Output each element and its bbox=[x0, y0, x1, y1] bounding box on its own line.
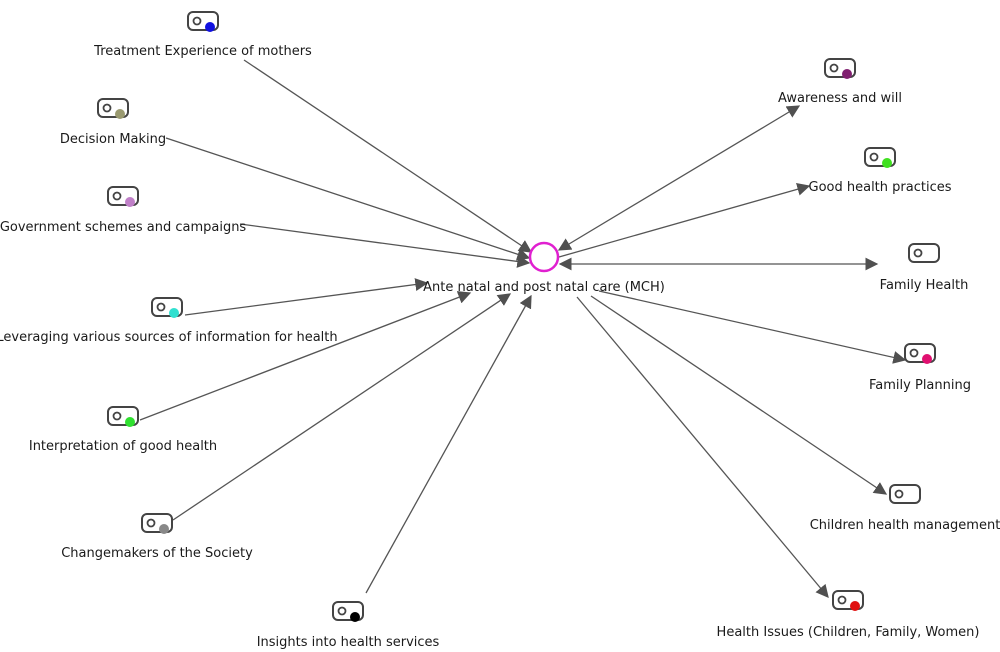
edge-awareness-and-will bbox=[557, 105, 801, 251]
node-leveraging-sources[interactable]: Leveraging various sources of informatio… bbox=[0, 297, 338, 345]
node-children-health-management[interactable]: Children health management bbox=[810, 484, 1000, 533]
color-dot-icon bbox=[159, 524, 169, 534]
node-family-health[interactable]: Family Health bbox=[880, 243, 969, 293]
node-label: Family Health bbox=[880, 278, 969, 293]
node-label: Treatment Experience of mothers bbox=[93, 44, 312, 59]
node-label: Good health practices bbox=[809, 180, 952, 195]
node-label: Family Planning bbox=[869, 378, 971, 393]
node-label: Interpretation of good health bbox=[29, 439, 217, 454]
color-dot-icon bbox=[850, 601, 860, 611]
edge-family-planning bbox=[598, 290, 907, 364]
edge-leveraging-sources bbox=[184, 278, 429, 316]
node-interpretation-good-health[interactable]: Interpretation of good health bbox=[29, 406, 217, 454]
color-dot-icon bbox=[922, 354, 932, 364]
node-changemakers[interactable]: Changemakers of the Society bbox=[61, 513, 253, 561]
center-node[interactable]: Ante natal and post natal care (MCH) bbox=[423, 241, 665, 295]
color-dot-icon bbox=[882, 158, 892, 168]
edge-insights-health-services bbox=[365, 294, 532, 594]
edge-decision-making bbox=[165, 137, 531, 261]
color-dot-icon bbox=[350, 612, 360, 622]
edge-children-health-management bbox=[590, 295, 888, 495]
node-label: Health Issues (Children, Family, Women) bbox=[717, 625, 980, 640]
edge-treatment-experience bbox=[243, 59, 533, 253]
node-label: Changemakers of the Society bbox=[61, 546, 253, 561]
node-label: Government schemes and campaigns bbox=[0, 220, 246, 235]
nodes-layer: Treatment Experience of mothersDecision … bbox=[0, 11, 1000, 650]
edges-layer bbox=[139, 59, 907, 598]
node-label: Awareness and will bbox=[778, 91, 902, 106]
node-decision-making[interactable]: Decision Making bbox=[60, 98, 166, 147]
color-dot-icon bbox=[125, 417, 135, 427]
color-dot-icon bbox=[169, 308, 179, 318]
edge-good-health-practices bbox=[558, 182, 811, 258]
node-label: Leveraging various sources of informatio… bbox=[0, 330, 338, 345]
code-tag-icon bbox=[889, 484, 921, 504]
node-family-planning[interactable]: Family Planning bbox=[869, 343, 971, 393]
node-government-schemes[interactable]: Government schemes and campaigns bbox=[0, 186, 246, 235]
color-dot-icon bbox=[115, 109, 125, 119]
node-label: Decision Making bbox=[60, 132, 166, 147]
node-treatment-experience[interactable]: Treatment Experience of mothers bbox=[93, 11, 312, 59]
node-insights-health-services[interactable]: Insights into health services bbox=[257, 601, 440, 650]
node-health-issues[interactable]: Health Issues (Children, Family, Women) bbox=[717, 590, 980, 640]
color-dot-icon bbox=[842, 69, 852, 79]
code-tag-icon bbox=[908, 243, 940, 263]
node-label: Children health management bbox=[810, 518, 1000, 533]
color-dot-icon bbox=[205, 22, 215, 32]
node-label: Insights into health services bbox=[257, 635, 440, 650]
center-node-ring[interactable] bbox=[528, 241, 560, 273]
center-node-label: Ante natal and post natal care (MCH) bbox=[423, 280, 665, 295]
node-good-health-practices[interactable]: Good health practices bbox=[809, 147, 952, 195]
node-awareness-and-will[interactable]: Awareness and will bbox=[778, 58, 902, 106]
color-dot-icon bbox=[125, 197, 135, 207]
edge-government-schemes bbox=[239, 223, 531, 268]
edge-interpretation-good-health bbox=[139, 291, 472, 421]
edge-changemakers bbox=[172, 293, 512, 521]
edge-health-issues bbox=[576, 296, 829, 598]
